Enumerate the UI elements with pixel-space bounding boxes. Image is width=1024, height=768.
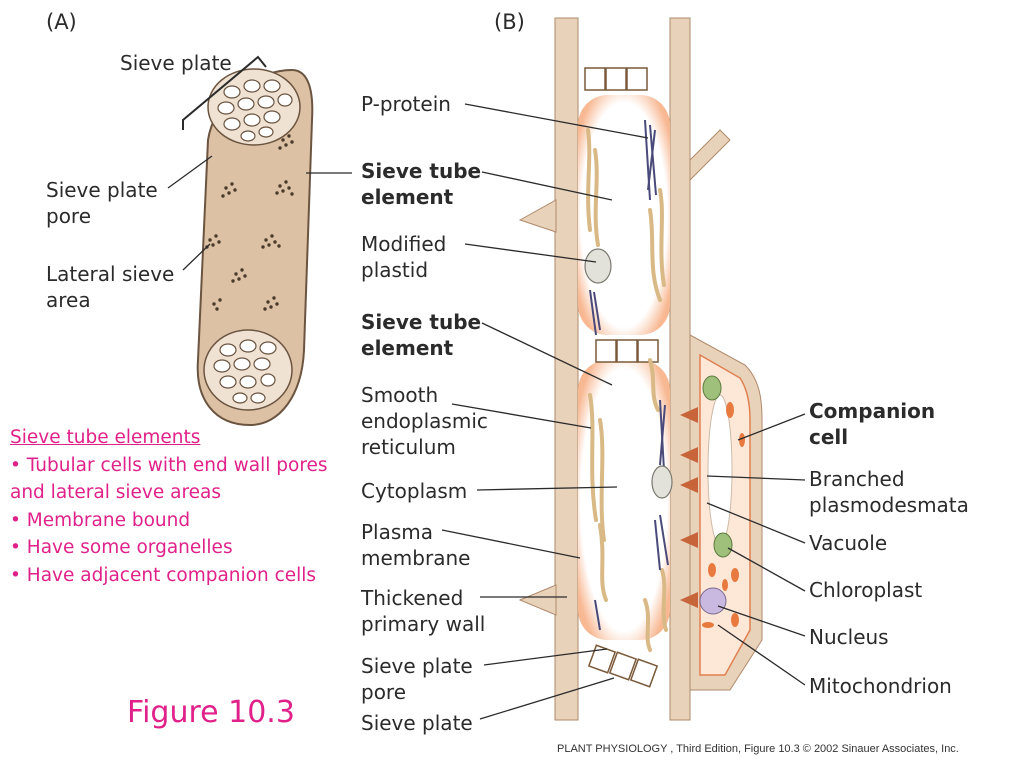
label-ser-1: Smooth <box>361 383 439 407</box>
label-p-protein: P-protein <box>361 92 451 116</box>
label-sieve-plate-a: Sieve plate <box>120 51 232 75</box>
panel-b-phloem-drawing <box>518 17 763 721</box>
label-sieve-plate-pore-a-2: pore <box>46 204 92 228</box>
figure-number: Figure 10.3 <box>127 695 295 730</box>
notes-heading: Sieve tube elements <box>10 427 201 448</box>
panel-a-tag: (A) <box>46 10 77 34</box>
label-thickened-wall-2: primary wall <box>361 612 486 636</box>
label-nucleus: Nucleus <box>809 625 889 649</box>
panel-a-sieve-tube-drawing <box>167 55 352 427</box>
notes-bullet-1: • Tubular cells with end wall pores <box>10 454 328 476</box>
notes-bullet-1-cont: and lateral sieve areas <box>10 482 222 503</box>
label-plasma-membrane-1: Plasma <box>361 520 434 544</box>
label-sieve-plate-pore-b-1: Sieve plate <box>361 654 473 678</box>
label-chloroplast: Chloroplast <box>809 578 923 602</box>
sieve-plate-pores <box>217 79 293 142</box>
label-sieve-plate-pore-b-2: pore <box>361 680 407 704</box>
notes-bullet-3: • Have some organelles <box>10 537 233 558</box>
branched-plasmodesmata <box>680 407 698 608</box>
label-modified-plastid-2: plastid <box>361 258 429 282</box>
label-vacuole: Vacuole <box>809 531 888 555</box>
label-sieve-tube-element-2a: Sieve tube <box>361 310 482 334</box>
label-sieve-plate-b: Sieve plate <box>361 711 473 735</box>
label-modified-plastid-1: Modified <box>361 232 447 256</box>
notes-block: Sieve tube elements • Tubular cells with… <box>10 424 328 589</box>
lateral-sieve-areas <box>205 134 294 311</box>
notes-bullet-4: • Have adjacent companion cells <box>10 564 317 586</box>
label-lateral-sieve-area-2: area <box>46 288 91 312</box>
label-companion-cell-1: Companion <box>809 399 936 423</box>
panel-b-tag: (B) <box>494 10 525 34</box>
label-branched-plasmodesmata-2: plasmodesmata <box>809 493 969 517</box>
label-companion-cell-2: cell <box>809 425 849 449</box>
notes-bullet-2: • Membrane bound <box>10 509 191 531</box>
label-thickened-wall-1: Thickened <box>361 586 464 610</box>
label-branched-plasmodesmata-1: Branched <box>809 467 905 491</box>
label-ser-3: reticulum <box>361 435 456 459</box>
credit-line: PLANT PHYSIOLOGY , Third Edition, Figure… <box>557 743 959 755</box>
label-sieve-tube-element-2b: element <box>361 336 454 360</box>
sieve-plates-b <box>584 67 659 688</box>
label-mitochondrion: Mitochondrion <box>809 674 952 698</box>
label-ser-2: endoplasmic <box>361 409 488 433</box>
panel-b-leaders <box>441 103 806 720</box>
label-plasma-membrane-2: membrane <box>361 546 471 570</box>
label-sieve-tube-element-1a: Sieve tube <box>361 159 482 183</box>
label-lateral-sieve-area-1: Lateral sieve <box>46 262 175 286</box>
ser-strands <box>586 128 668 652</box>
label-sieve-tube-element-1b: element <box>361 185 454 209</box>
label-cytoplasm: Cytoplasm <box>361 479 468 503</box>
p-protein <box>589 119 669 631</box>
label-sieve-plate-pore-a-1: Sieve plate <box>46 178 158 202</box>
